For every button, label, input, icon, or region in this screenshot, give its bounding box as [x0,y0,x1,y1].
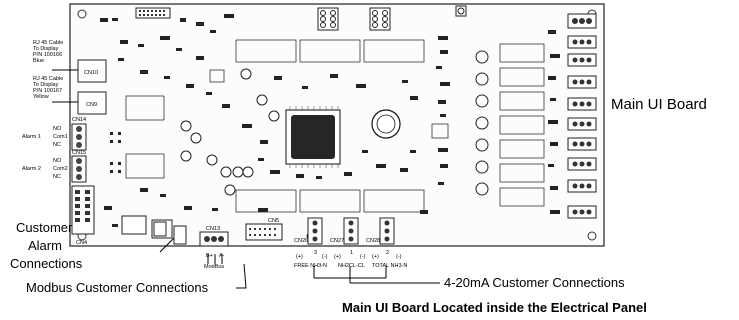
free-plus: (+) [296,254,303,260]
nh2cl-num: 1 [350,250,354,256]
cn13-label: CN13 [206,226,221,232]
ma-connections-label: 4-20mA Customer Connections [444,275,625,290]
modbus-aminus: A- [219,253,225,259]
cn4-label: CN4 [76,240,88,246]
led-column [180,50,489,196]
rj45-label-1-line-3: P/N 100166 [33,52,63,58]
rj45-label-2-line-3: P/N 100167 [33,88,63,94]
alarm1-nc: NC [53,142,61,148]
bottom-connectors [121,215,395,247]
rj45-label-2-line-1: RJ 45 Cable [33,76,64,82]
rj45-label-1-line-2: To Display [33,46,59,52]
alarm-terminals [71,123,87,183]
alarm2-nc: NC [53,174,61,180]
modbus-label: ModBus [204,264,225,270]
customer-alarm-line-1: Customer [16,220,73,235]
modbus-connections-label: Modbus Customer Connections [26,280,209,295]
rj45-label-1-line-1: RJ 45 Cable [33,40,64,46]
free-nh3-label: FREE NH3-N [294,263,328,269]
relay-blocks [125,39,545,213]
rj45-label-2-line-4: Yellow [33,94,49,100]
alarm2-com: Com2 [53,166,68,172]
coin-battery [371,109,401,139]
alarm2-no: NO [53,158,62,164]
main-mcu-chip [285,106,341,168]
cn15-label: CN15 [72,150,87,156]
nh2cl-minus: (-) [360,254,366,260]
total-plus: (+) [372,254,379,260]
customer-alarm-line-3: Connections [10,256,83,271]
rj45-label-2-line-2: To Display [33,82,59,88]
cn27-label: CN27 [330,238,345,244]
total-minus: (-) [396,254,402,260]
alarm2-label: Alarm 2 [22,166,41,172]
cn14-label: CN14 [72,117,87,123]
customer-alarm-line-2: Alarm [28,238,62,253]
main-ui-board-label: Main UI Board [611,96,707,113]
caption: Main UI Board Located inside the Electri… [342,300,647,315]
cn26-label: CN26 [294,238,309,244]
modbus-bplus: B+ [206,253,213,259]
alarm1-label: Alarm 1 [22,134,41,140]
cn4-header [71,185,95,235]
cn28-label: CN28 [366,238,381,244]
rj45-label-1-line-4: Blue [33,58,45,64]
alarm1-com: Com1 [53,134,68,140]
cn10-label: CN10 [84,70,99,76]
free-num: 3 [314,250,318,256]
total-nh3-label: TOTAL NH3-N [372,263,408,269]
alarm1-no: NO [53,126,62,132]
nh2cl-plus: (+) [334,254,341,260]
smd-components [100,14,560,227]
cn9-label: CN9 [86,102,98,108]
right-terminals [567,13,597,219]
free-minus: (-) [322,254,328,260]
total-num: 2 [386,250,390,256]
callout-lines [159,237,440,289]
nh2cl-label: NH2CL-CL [338,263,365,269]
top-connectors [135,5,467,31]
cn5-label: CN5 [268,218,280,224]
rj45-connectors [52,59,107,115]
